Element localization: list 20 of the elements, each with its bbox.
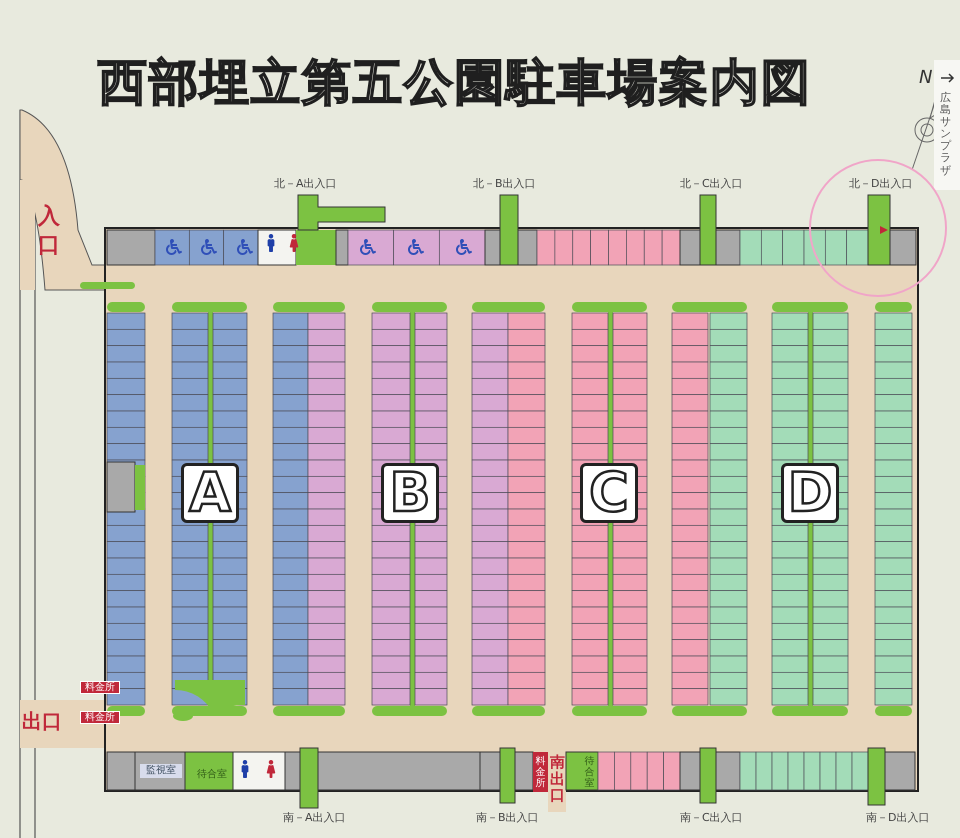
title: 西部埋立第五公園駐車場案内図 [98,58,812,107]
zone-sign: B [381,463,439,523]
gate-label: 南－A出入口 [283,810,346,826]
gate-label: 北－A出入口 [274,176,337,192]
direction-label: 広島サンプラザ [940,92,951,177]
gate-label: 北－C出入口 [680,176,743,192]
room-label: 監視室 [140,764,182,778]
north-label: N [919,66,932,90]
gate-label: 南－C出入口 [680,810,743,826]
gate-label: 北－D出入口 [849,176,912,192]
zone-sign: D [781,463,839,523]
zone-sign: C [580,463,638,523]
gate-label: 南－D出入口 [866,810,930,826]
exit-label: 出口 [22,708,62,735]
zone-sign: A [181,463,239,523]
toll-booth: 料金所 [80,711,120,724]
gate-label: 北－B出入口 [473,176,536,192]
toll-booth: 料金所 [80,681,120,694]
gate-label: 南－B出入口 [476,810,539,826]
toll-booth: 料金所 [533,752,548,792]
